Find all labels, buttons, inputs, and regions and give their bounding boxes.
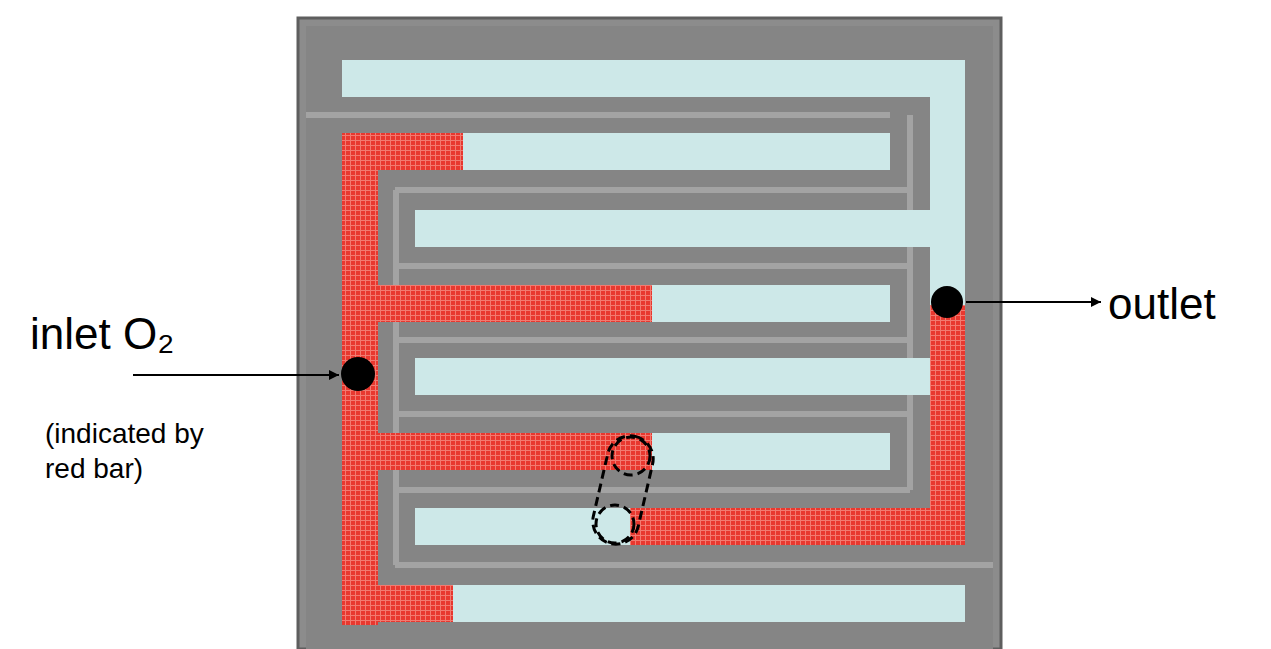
wall-ridge	[306, 112, 890, 118]
channel	[453, 585, 965, 622]
red-channel	[630, 508, 965, 545]
note-text: (indicated by red bar)	[45, 416, 217, 486]
wall-ridge	[395, 187, 910, 193]
wall-ridge	[395, 411, 910, 417]
wall-ridge	[395, 562, 993, 568]
inlet-label: inlet O₂	[30, 306, 290, 361]
outlet-dot	[931, 286, 963, 318]
wall-ridge	[907, 115, 913, 490]
outlet-label: outlet	[1108, 276, 1266, 331]
crossover-marker	[588, 431, 658, 549]
channel	[652, 433, 890, 470]
plate-inner	[306, 26, 993, 649]
outlet-arrow	[966, 301, 1101, 303]
channel	[415, 358, 930, 395]
plate-ridges	[306, 115, 993, 565]
wall-ridge	[395, 337, 910, 343]
wall-ridge	[395, 263, 910, 269]
channel	[463, 133, 890, 170]
red-channel	[342, 285, 652, 322]
channel	[930, 60, 965, 305]
dashed-circle	[596, 505, 634, 543]
dashed-capsule	[588, 431, 658, 549]
red-channel	[342, 133, 463, 170]
channel	[342, 60, 965, 97]
oxygen-channels	[342, 133, 965, 625]
red-channel	[342, 133, 378, 625]
plate-body	[298, 18, 1001, 649]
open-channels	[342, 60, 965, 622]
wall-ridge	[393, 190, 399, 565]
red-channel	[342, 585, 453, 622]
channel	[415, 508, 630, 545]
dashed-circle	[612, 437, 650, 475]
inlet-arrow	[133, 374, 339, 376]
wall-ridge	[395, 487, 910, 493]
inlet-dot	[341, 357, 375, 391]
channel	[415, 210, 965, 247]
channel	[652, 285, 890, 322]
